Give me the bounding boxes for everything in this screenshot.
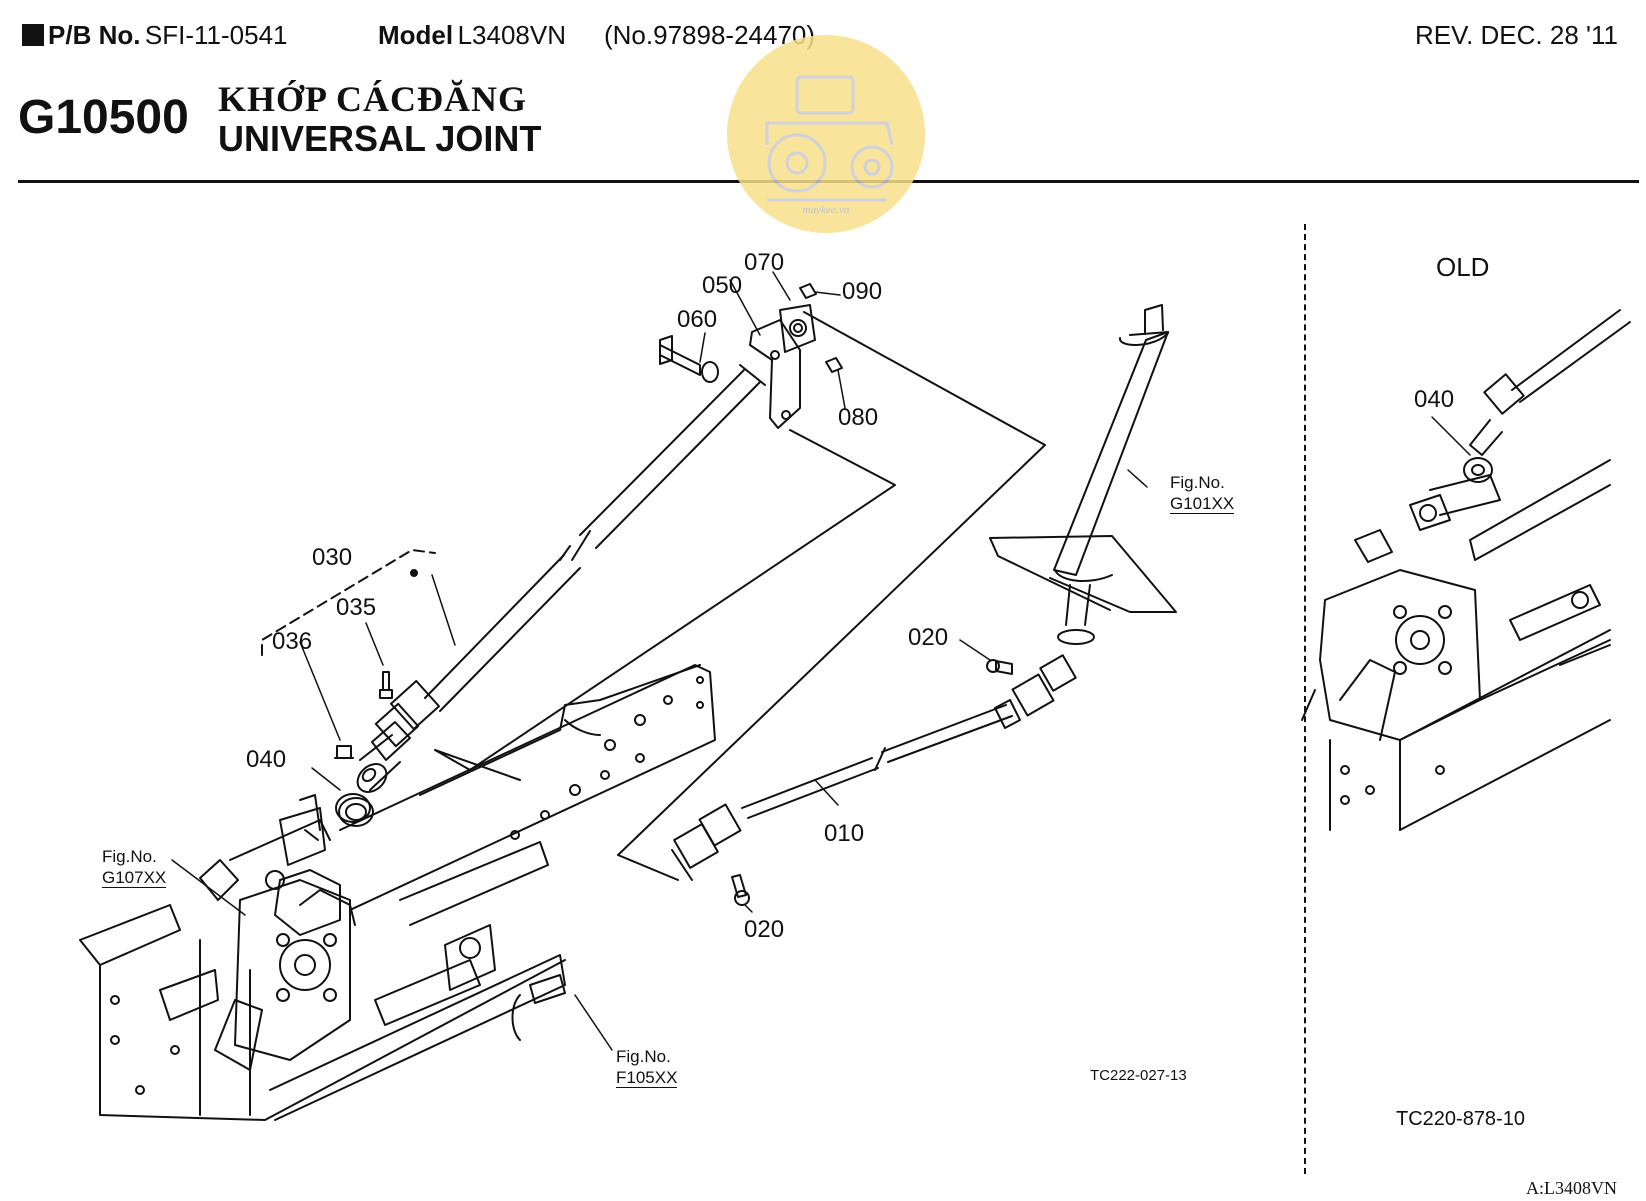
- revision-date: REV. DEC. 28 '11: [1415, 20, 1618, 50]
- steering-column: [989, 304, 1177, 645]
- old-section-divider: [1304, 224, 1306, 1174]
- callout-010: 010: [824, 820, 865, 847]
- shaft-030: [424, 364, 766, 712]
- collar-040: [335, 793, 374, 827]
- pb-number: P/B No. SFI-11-0541: [22, 20, 288, 51]
- title-english: UNIVERSAL JOINT: [218, 118, 542, 159]
- title-vietnamese: KHỚP CÁCĐĂNG: [218, 79, 527, 119]
- bracket-050: [749, 319, 801, 429]
- old-label: OLD: [1436, 252, 1490, 282]
- shaft-010: [741, 704, 1013, 819]
- bolt-090: [799, 283, 817, 299]
- watermark-logo: maykeo.vn: [727, 35, 925, 233]
- callout-090: 090: [842, 278, 883, 305]
- callout-020-lower: 020: [744, 916, 785, 943]
- bearing-070: [779, 304, 816, 353]
- bolt-060: [659, 335, 719, 383]
- callout-036: 036: [272, 628, 313, 655]
- upper-u-joint: [356, 679, 441, 793]
- diagram-code: G10500: [18, 91, 189, 144]
- steering-gearbox: [159, 869, 356, 1071]
- old-section-drawing: [1301, 309, 1631, 831]
- callout-035: 035: [336, 594, 377, 621]
- fig-ref-g101xx: Fig.No. G101XX: [1170, 473, 1235, 514]
- callout-040-old: 040: [1414, 386, 1455, 413]
- fig-ref-f105xx: Fig.No. F105XX: [616, 1047, 678, 1088]
- lower-u-joint-upper: [994, 654, 1077, 729]
- callout-030: 030: [312, 544, 353, 571]
- frame-rail: [339, 664, 716, 911]
- callout-050: 050: [702, 272, 743, 299]
- fig-ref-g107xx: Fig.No. G107XX: [102, 847, 167, 888]
- bolt-020-lower: [731, 874, 750, 906]
- old-drawing-code: TC220-878-10: [1396, 1108, 1525, 1130]
- watermark-text: maykeo.vn: [803, 204, 850, 216]
- grease-fitting-035: [379, 671, 393, 699]
- chassis-lower: [79, 819, 566, 1121]
- callout-070: 070: [744, 249, 785, 276]
- bolt-020-upper: [986, 659, 1013, 675]
- callout-040: 040: [246, 746, 287, 773]
- callout-080: 080: [838, 404, 879, 431]
- tractor-icon: maykeo.vn: [765, 75, 894, 216]
- footer-model: A:L3408VN: [1526, 1178, 1617, 1198]
- bolt-036: [334, 745, 354, 759]
- model: Model L3408VN: [378, 20, 566, 50]
- nut-080: [825, 357, 843, 373]
- drawing-code: TC222-027-13: [1090, 1067, 1187, 1084]
- f105-component: [511, 974, 566, 1041]
- lower-u-joint-lower: [671, 803, 742, 881]
- callout-020-upper: 020: [908, 624, 949, 651]
- callout-060: 060: [677, 306, 718, 333]
- black-square-icon: [22, 24, 44, 46]
